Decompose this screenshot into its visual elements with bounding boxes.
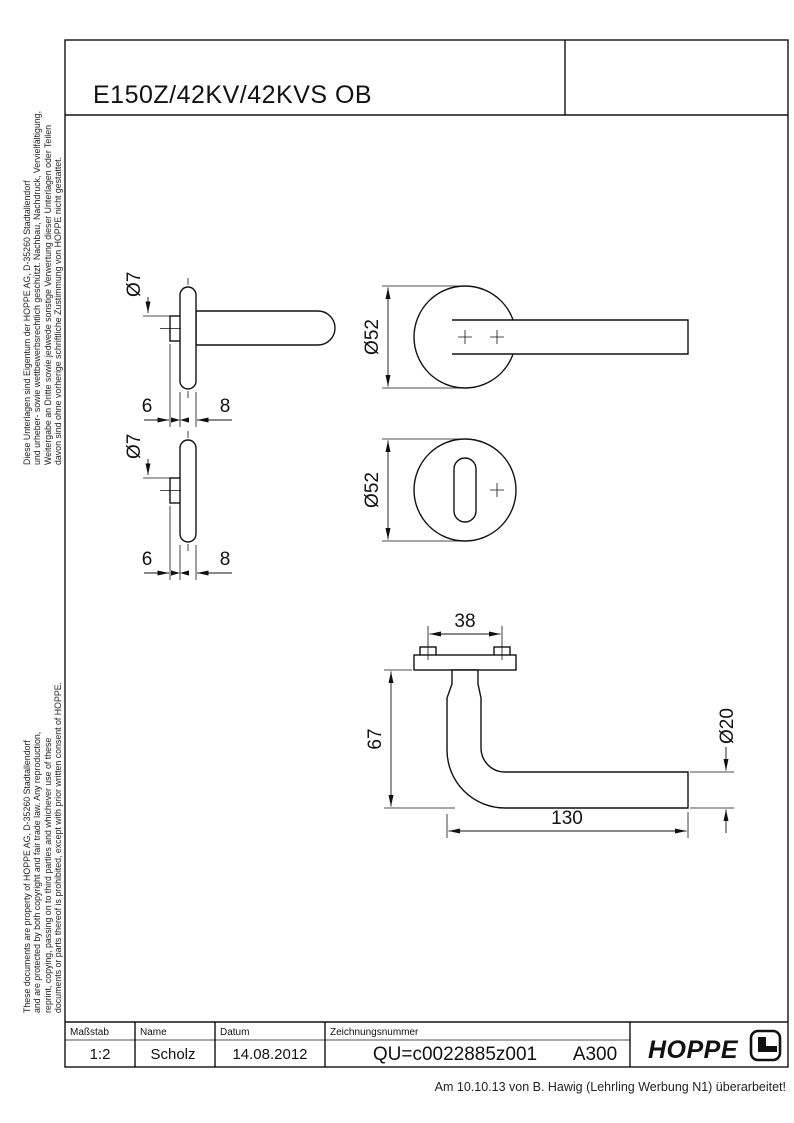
lever-bar-front — [452, 319, 689, 355]
date-value: 14.08.2012 — [232, 1046, 307, 1063]
view-handle-rose-front: Ø52 — [362, 285, 689, 389]
dim-rose-diameter: Ø52 — [362, 319, 383, 355]
revision-code: A300 — [573, 1044, 617, 1065]
rose-side-outline — [179, 286, 197, 390]
view-key-rosette-side: Ø7 6 8 — [124, 431, 232, 580]
center-cross — [490, 483, 504, 497]
drawing-number-label: Zeichnungsnummer — [330, 1027, 419, 1038]
view-handle-plan: 38 67 130 Ø20 — [365, 611, 738, 838]
name-value: Scholz — [150, 1046, 195, 1063]
name-label: Name — [140, 1027, 167, 1038]
view-key-rosette-front: Ø52 — [362, 438, 517, 542]
title-block: Maßstab Name Datum Zeichnungsnummer 1:2 … — [65, 1021, 788, 1067]
dim-screw-distance: 38 — [454, 611, 475, 632]
revision-note: Am 10.10.13 von B. Hawig (Lehrling Werbu… — [435, 1080, 786, 1094]
page-title: E150Z/42KV/42KVS OB — [93, 81, 372, 109]
dim-rose-thickness: 8 — [220, 549, 231, 570]
keyhole-slot — [453, 457, 477, 523]
drawing-number-value: QU=c0022885z001 — [373, 1044, 537, 1065]
dim-handle-height: 67 — [365, 728, 386, 749]
view-handle-rose-side: Ø7 6 8 — [124, 272, 336, 427]
door-handle-icon — [749, 1029, 782, 1062]
dim-rosette-diameter: Ø52 — [362, 472, 383, 508]
dim-grip-diameter: Ø20 — [717, 708, 738, 744]
dim-handle-length: 130 — [551, 808, 583, 829]
date-label: Datum — [220, 1027, 249, 1038]
lever-handle-plan — [446, 669, 689, 809]
scale-value: 1:2 — [90, 1046, 111, 1063]
center-cross — [458, 330, 472, 344]
dim-projection: 6 — [142, 549, 153, 570]
dim-projection: 6 — [142, 396, 153, 417]
dim-stub-diameter: Ø7 — [124, 434, 145, 459]
dim-rose-thickness: 8 — [220, 396, 231, 417]
scale-label: Maßstab — [70, 1027, 109, 1038]
hoppe-logo: HOPPE — [648, 1029, 782, 1064]
dim-stub-diameter: Ø7 — [124, 272, 145, 297]
handle-neck-side — [195, 310, 336, 346]
hoppe-logo-text: HOPPE — [648, 1036, 739, 1064]
sheet-frame — [64, 39, 789, 1068]
center-cross — [490, 330, 504, 344]
rosette-side-outline — [179, 439, 197, 543]
rose-plan-outline — [413, 654, 517, 671]
